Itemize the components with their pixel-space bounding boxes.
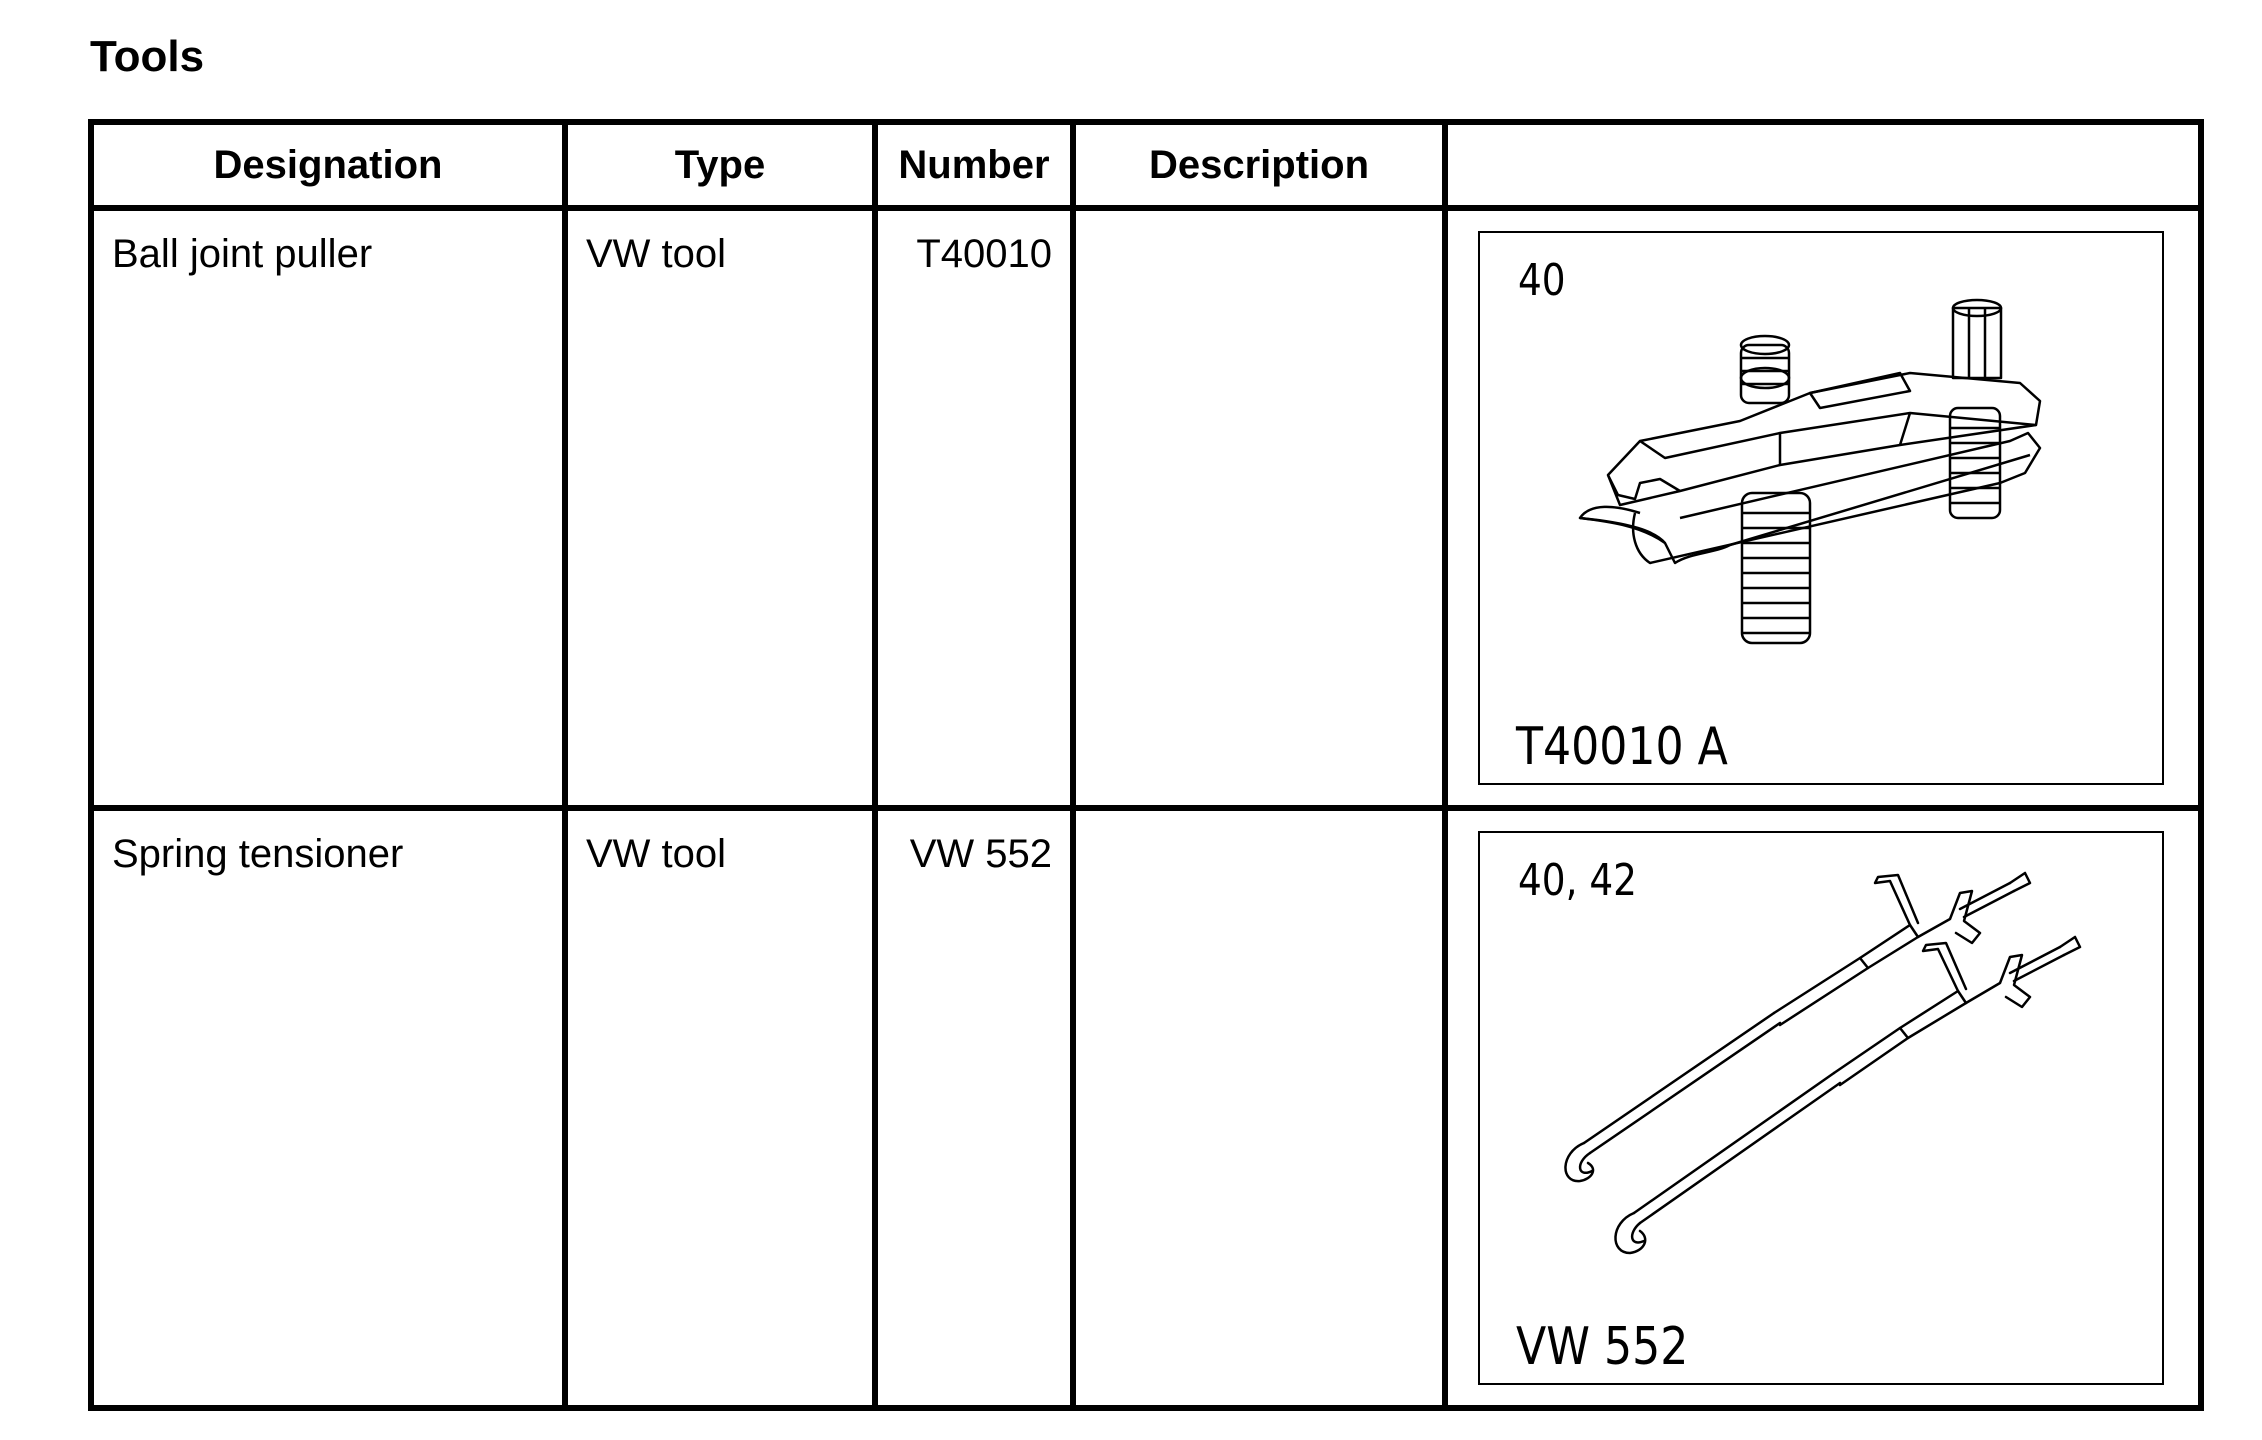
designation-cell: Spring tensioner bbox=[88, 805, 568, 1411]
table-header-row: Designation Type Number Description bbox=[88, 119, 2204, 211]
number-text: VW 552 bbox=[909, 832, 1052, 876]
image-cell: 40, 42 bbox=[1442, 805, 2204, 1411]
ball-joint-puller-drawing-icon bbox=[1578, 298, 2042, 645]
description-text bbox=[1076, 811, 1442, 831]
figure-label-bottom: T40010 A bbox=[1516, 717, 1728, 777]
number-cell: VW 552 bbox=[872, 805, 1076, 1411]
header-designation: Designation bbox=[88, 119, 568, 211]
description-cell bbox=[1070, 805, 1448, 1411]
page-title: Tools bbox=[90, 32, 205, 81]
tool-illustration: 40 bbox=[1478, 231, 2164, 785]
figure-label-bottom: VW 552 bbox=[1516, 1317, 1689, 1377]
header-number: Number bbox=[872, 119, 1076, 211]
designation-text: Spring tensioner bbox=[112, 832, 404, 876]
type-text: VW tool bbox=[586, 232, 727, 276]
tool-illustration: 40, 42 bbox=[1478, 831, 2164, 1385]
header-image bbox=[1442, 119, 2204, 211]
type-text: VW tool bbox=[586, 832, 727, 876]
spring-tensioner-drawing-icon bbox=[1564, 871, 2082, 1255]
header-description: Description bbox=[1070, 119, 1448, 211]
table-row: Ball joint puller VW tool T40010 40 bbox=[88, 205, 2204, 811]
description-cell bbox=[1070, 205, 1448, 811]
designation-text: Ball joint puller bbox=[112, 232, 373, 276]
number-text: T40010 bbox=[916, 232, 1052, 276]
number-cell: T40010 bbox=[872, 205, 1076, 811]
header-type: Type bbox=[562, 119, 878, 211]
type-cell: VW tool bbox=[562, 205, 878, 811]
tools-table: Designation Type Number Description Ball… bbox=[88, 119, 2204, 1411]
image-cell: 40 bbox=[1442, 205, 2204, 811]
figure-label-top: 40 bbox=[1518, 255, 1566, 306]
type-cell: VW tool bbox=[562, 805, 878, 1411]
designation-cell: Ball joint puller bbox=[88, 205, 568, 811]
description-text bbox=[1076, 211, 1442, 231]
figure-label-top: 40, 42 bbox=[1518, 855, 1637, 906]
table-row: Spring tensioner VW tool VW 552 40, 42 bbox=[88, 805, 2204, 1411]
